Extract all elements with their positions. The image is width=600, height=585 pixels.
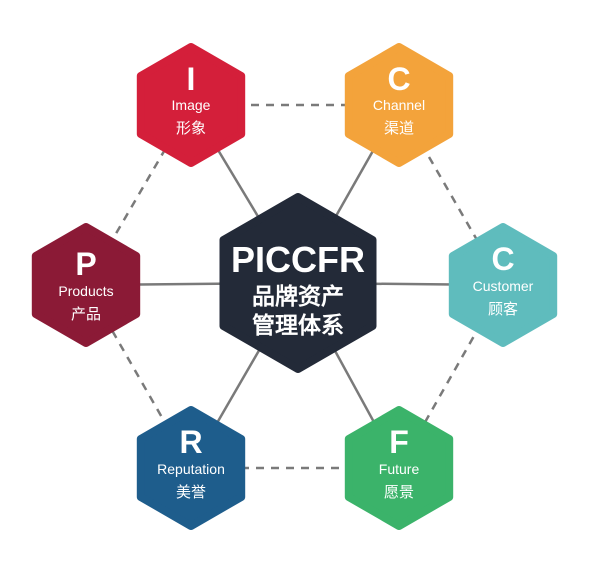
- node-chinese: 愿景: [384, 483, 414, 501]
- node-chinese: 渠道: [384, 119, 414, 137]
- node-customer: C Customer 顾客: [473, 241, 534, 318]
- node-chinese: 顾客: [488, 300, 518, 318]
- hexagon-customer: [448, 223, 558, 347]
- center-node: PICCFR 品牌资产 管理体系: [231, 239, 365, 339]
- node-english: Image: [172, 97, 211, 113]
- hexagons: [31, 43, 558, 530]
- node-english: Products: [58, 283, 113, 299]
- node-english: Reputation: [157, 461, 225, 477]
- node-letter: R: [179, 424, 202, 460]
- hexagon-products: [31, 223, 141, 347]
- node-chinese: 美誉: [176, 483, 206, 501]
- node-image: I Image 形象: [172, 61, 211, 137]
- node-english: Channel: [373, 97, 425, 113]
- node-english: Future: [379, 461, 420, 477]
- center-line1: 品牌资产: [252, 283, 344, 310]
- center-title: PICCFR: [231, 239, 365, 280]
- node-products: P Products 产品: [58, 246, 113, 323]
- node-english: Customer: [473, 278, 534, 294]
- node-letter: C: [491, 241, 514, 277]
- node-letter: I: [187, 61, 196, 97]
- hexagon-reputation: [136, 406, 246, 530]
- center-hexagon: [219, 193, 377, 373]
- node-chinese: 产品: [71, 305, 101, 323]
- center-line2: 管理体系: [252, 312, 344, 339]
- hexagon-channel: [344, 43, 454, 167]
- node-future: F Future 愿景: [379, 424, 420, 501]
- node-channel: C Channel 渠道: [373, 61, 425, 137]
- hexagon-image: [136, 43, 246, 167]
- node-reputation: R Reputation 美誉: [157, 424, 225, 501]
- node-letter: P: [75, 246, 96, 282]
- node-letter: C: [387, 61, 410, 97]
- hexagon-future: [344, 406, 454, 530]
- node-letter: F: [389, 424, 409, 460]
- node-chinese: 形象: [176, 119, 206, 137]
